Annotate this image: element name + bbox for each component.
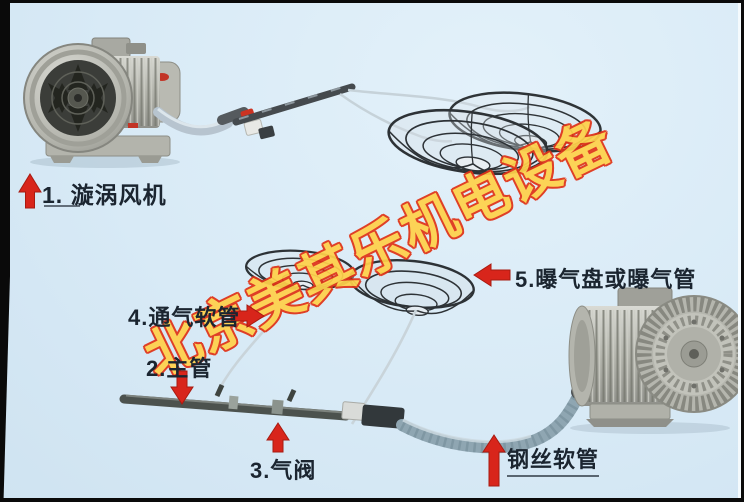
- grille-ring: [51, 71, 105, 125]
- right-edge-white-strip: [738, 0, 741, 502]
- steel-wire-hose: [396, 387, 586, 454]
- blower-foot: [138, 156, 162, 163]
- vortex-blower-left: [23, 37, 181, 168]
- right-border: [741, 0, 744, 502]
- hose-spiral-texture: [399, 390, 586, 454]
- bottom-border: [0, 498, 744, 502]
- blower-top-nut: [126, 43, 146, 54]
- label-main-pipe: 2.主管: [146, 356, 213, 381]
- valve-body: [243, 118, 264, 136]
- right-arrow-icon-vent-hose: [230, 304, 265, 328]
- pipe-fitting: [217, 107, 249, 125]
- left-border: [0, 0, 10, 502]
- label-aeration-disc: 5.曝气盘或曝气管: [515, 267, 697, 292]
- end-cap-inner: [574, 320, 590, 392]
- left-arrow-icon-aeration-disc: [473, 263, 511, 287]
- blower-outlet-piping: [153, 83, 531, 143]
- main-pipe-assembly: [119, 383, 405, 429]
- up-arrow-icon-air-valve: [266, 422, 290, 453]
- aeration-basket-top-left: [387, 108, 549, 176]
- valve-end: [258, 125, 275, 140]
- pipe-sheen: [238, 84, 351, 120]
- cooling-fins-outer: [636, 296, 744, 412]
- thin-hose-to-basket: [347, 88, 531, 113]
- hub-center: [689, 349, 699, 359]
- up-arrow-icon-blower: [18, 173, 42, 209]
- label-vortex-blower: 1. 漩涡风机: [42, 182, 167, 208]
- thin-hose-to-basket: [339, 92, 453, 143]
- vortex-blower-right: [568, 287, 744, 434]
- pipe-collar: [228, 395, 239, 410]
- label-vent-hose: 4.通气软管: [128, 305, 241, 330]
- housing-ring: [29, 49, 127, 147]
- label-steel-wire-hose: 钢丝软管: [507, 442, 600, 477]
- down-arrow-icon-main-pipe: [170, 370, 194, 405]
- hub-center: [74, 94, 82, 102]
- air-valve: [271, 399, 284, 415]
- vent-hose-left: [214, 288, 300, 397]
- branch-stub: [286, 388, 297, 403]
- aeration-disc-middle-left: [245, 249, 355, 291]
- rigid-air-pipe: [232, 83, 356, 126]
- outlet-hose: [153, 107, 233, 136]
- label-air-valve: 3.气阀: [250, 458, 317, 483]
- blower-foot: [50, 156, 74, 163]
- top-border: [0, 0, 744, 3]
- label-underline: [44, 205, 80, 207]
- cooling-fins-inner: [655, 315, 733, 393]
- up-arrow-icon-wire-hose: [482, 434, 506, 487]
- aeration-disc-middle-right: [349, 259, 475, 317]
- branch-stub: [214, 383, 225, 398]
- pipe-coupling: [341, 401, 405, 429]
- hose-highlight: [402, 418, 532, 444]
- red-sticker-small: [128, 123, 138, 128]
- bolt-circle: [663, 319, 725, 389]
- grille-ring: [61, 81, 95, 115]
- blower-foot: [586, 419, 674, 427]
